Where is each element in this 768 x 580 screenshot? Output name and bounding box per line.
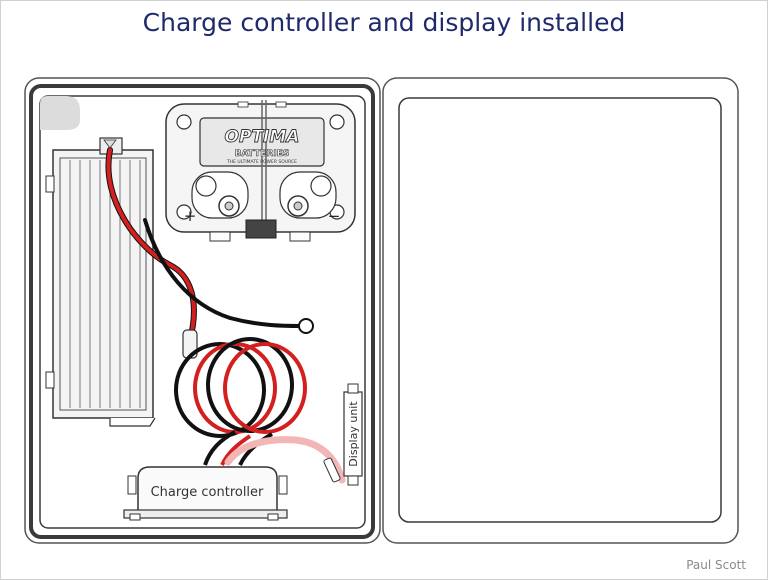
battery-positive-terminal bbox=[191, 171, 249, 219]
display-cable bbox=[224, 436, 346, 484]
display-unit bbox=[343, 383, 363, 486]
battery-brand: OPTIMA bbox=[225, 127, 300, 147]
corner-mount-shape bbox=[40, 96, 80, 130]
credit-text: Paul Scott bbox=[686, 558, 746, 572]
display-unit-label: Display unit bbox=[347, 401, 360, 467]
inverter-unit bbox=[45, 137, 156, 427]
charge-controller bbox=[123, 466, 288, 521]
enclosure-base-gasket bbox=[29, 84, 375, 539]
positive-symbol: + bbox=[184, 207, 197, 225]
charge-controller-label: Charge controller bbox=[151, 485, 264, 500]
battery-negative-terminal bbox=[279, 171, 337, 219]
enclosure-lid-inner bbox=[398, 97, 722, 523]
negative-symbol: − bbox=[328, 207, 341, 225]
black-cable-lug bbox=[143, 218, 302, 328]
ring-lug bbox=[298, 318, 314, 334]
battery-strap bbox=[245, 100, 277, 239]
battery-tagline: THE ULTIMATE POWER SOURCE bbox=[226, 159, 297, 165]
diagram-title: Charge controller and display installed bbox=[142, 8, 626, 37]
battery-subbrand: BATTERIES bbox=[235, 149, 290, 159]
